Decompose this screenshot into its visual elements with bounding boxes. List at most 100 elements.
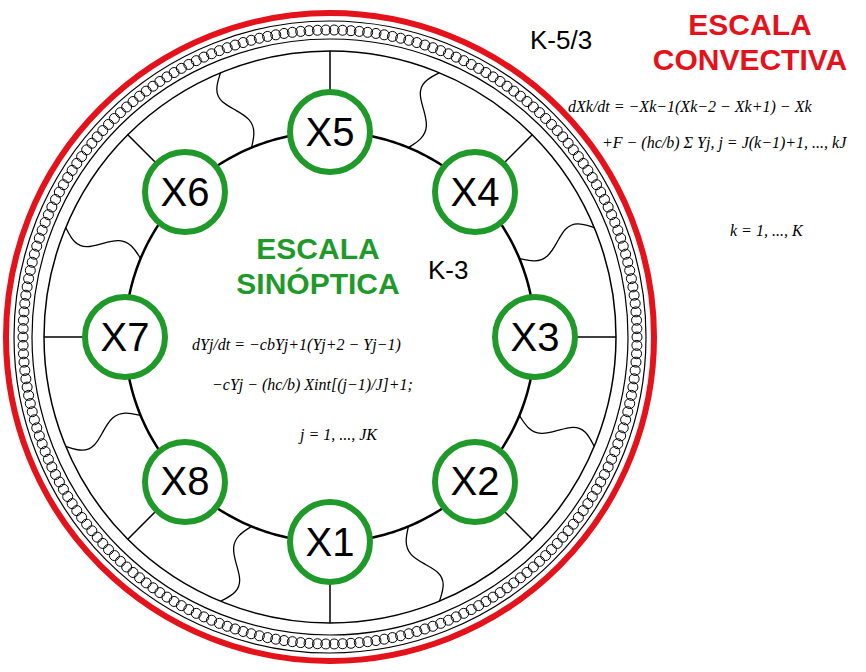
loop: [535, 556, 545, 566]
variable-circle: X5: [287, 89, 373, 175]
loop: [176, 63, 186, 73]
loop: [509, 578, 519, 588]
ring-arc: [218, 136, 289, 165]
loop: [632, 324, 642, 334]
loop: [92, 132, 102, 142]
loop: [481, 68, 491, 78]
cell-wall: [519, 224, 594, 261]
loop: [82, 145, 92, 155]
loop: [155, 588, 165, 598]
scale-title: ESCALA CONVECTIVA: [638, 8, 862, 77]
loop: [135, 573, 145, 583]
loop: [87, 526, 97, 536]
loop: [148, 583, 158, 593]
loop: [58, 180, 68, 190]
circle-shape: [85, 297, 165, 377]
loop: [72, 506, 82, 516]
variable-name: X2: [450, 459, 499, 504]
cell-wall: [406, 526, 443, 601]
loop: [128, 97, 138, 107]
loop: [128, 567, 138, 577]
variable-name: X6: [161, 170, 210, 215]
scale-title: ESCALA SINÓPTICA: [212, 232, 424, 301]
loop: [541, 113, 551, 123]
loop: [176, 601, 186, 611]
circle-shape: [290, 92, 370, 172]
variable-circle: X4: [432, 149, 518, 235]
loop: [596, 187, 606, 197]
loop: [63, 492, 73, 502]
loop: [563, 526, 573, 536]
loop: [122, 102, 132, 112]
loop: [162, 592, 172, 602]
loop: [54, 477, 64, 487]
loop: [592, 484, 602, 494]
cell-wall: [519, 415, 594, 446]
cell-walls: [66, 73, 594, 601]
loop: [115, 556, 125, 566]
ring-arc: [372, 508, 443, 537]
variable-circle: X1: [287, 499, 373, 585]
equation-line: −cYj − (hc/b) Xint[(j−1)/J]+1;: [212, 376, 462, 394]
loop: [528, 102, 538, 112]
loop: [488, 592, 498, 602]
loop: [546, 119, 556, 129]
loop: [573, 512, 583, 522]
ring-arc: [218, 508, 289, 537]
loop: [502, 583, 512, 593]
variable-name: X5: [306, 110, 355, 155]
cell-wall: [66, 413, 141, 450]
loop: [558, 532, 568, 542]
loop-band-edge: [14, 21, 646, 653]
variable-name: X3: [511, 315, 560, 360]
ring-arc: [129, 225, 158, 296]
loop: [155, 76, 165, 86]
loop: [104, 545, 114, 555]
loop: [535, 108, 545, 118]
loop: [67, 499, 77, 509]
equation-line: j = 1, ..., JK: [300, 426, 440, 444]
loop: [528, 562, 538, 572]
loop: [546, 545, 556, 555]
spectrum-slope: K-5/3: [530, 26, 620, 56]
loop: [495, 588, 505, 598]
loop: [58, 484, 68, 494]
loop: [82, 519, 92, 529]
variable-circle: X6: [142, 149, 228, 235]
circle-shape: [290, 502, 370, 582]
loop: [481, 596, 491, 606]
ring-arc: [372, 136, 443, 165]
loop: [184, 605, 194, 615]
loop: [67, 165, 77, 175]
variable-name: X8: [161, 459, 210, 504]
loop: [141, 578, 151, 588]
equation-line: k = 1, ..., K: [730, 222, 850, 240]
loop: [169, 596, 179, 606]
loop: [578, 158, 588, 168]
cell-wall: [66, 228, 141, 259]
loop: [98, 126, 108, 136]
cell-wall: [408, 73, 439, 148]
loop: [77, 152, 87, 162]
loop: [515, 91, 525, 101]
loop: [515, 573, 525, 583]
loop: [495, 76, 505, 86]
loop: [583, 165, 593, 175]
ring-arc: [501, 379, 530, 450]
loop: [522, 97, 532, 107]
loop: [552, 538, 562, 548]
variable-circle: X2: [432, 439, 518, 525]
loop: [162, 72, 172, 82]
variable-circle: X3: [492, 294, 578, 380]
circle-shape: [435, 442, 515, 522]
loop: [587, 172, 597, 182]
loop: [122, 562, 132, 572]
loop: [578, 506, 588, 516]
variable-circle: X8: [142, 439, 228, 525]
loop: [148, 81, 158, 91]
loop: [466, 59, 476, 69]
loop: [596, 477, 606, 487]
loop: [568, 519, 578, 529]
convective-loops: [18, 25, 642, 649]
